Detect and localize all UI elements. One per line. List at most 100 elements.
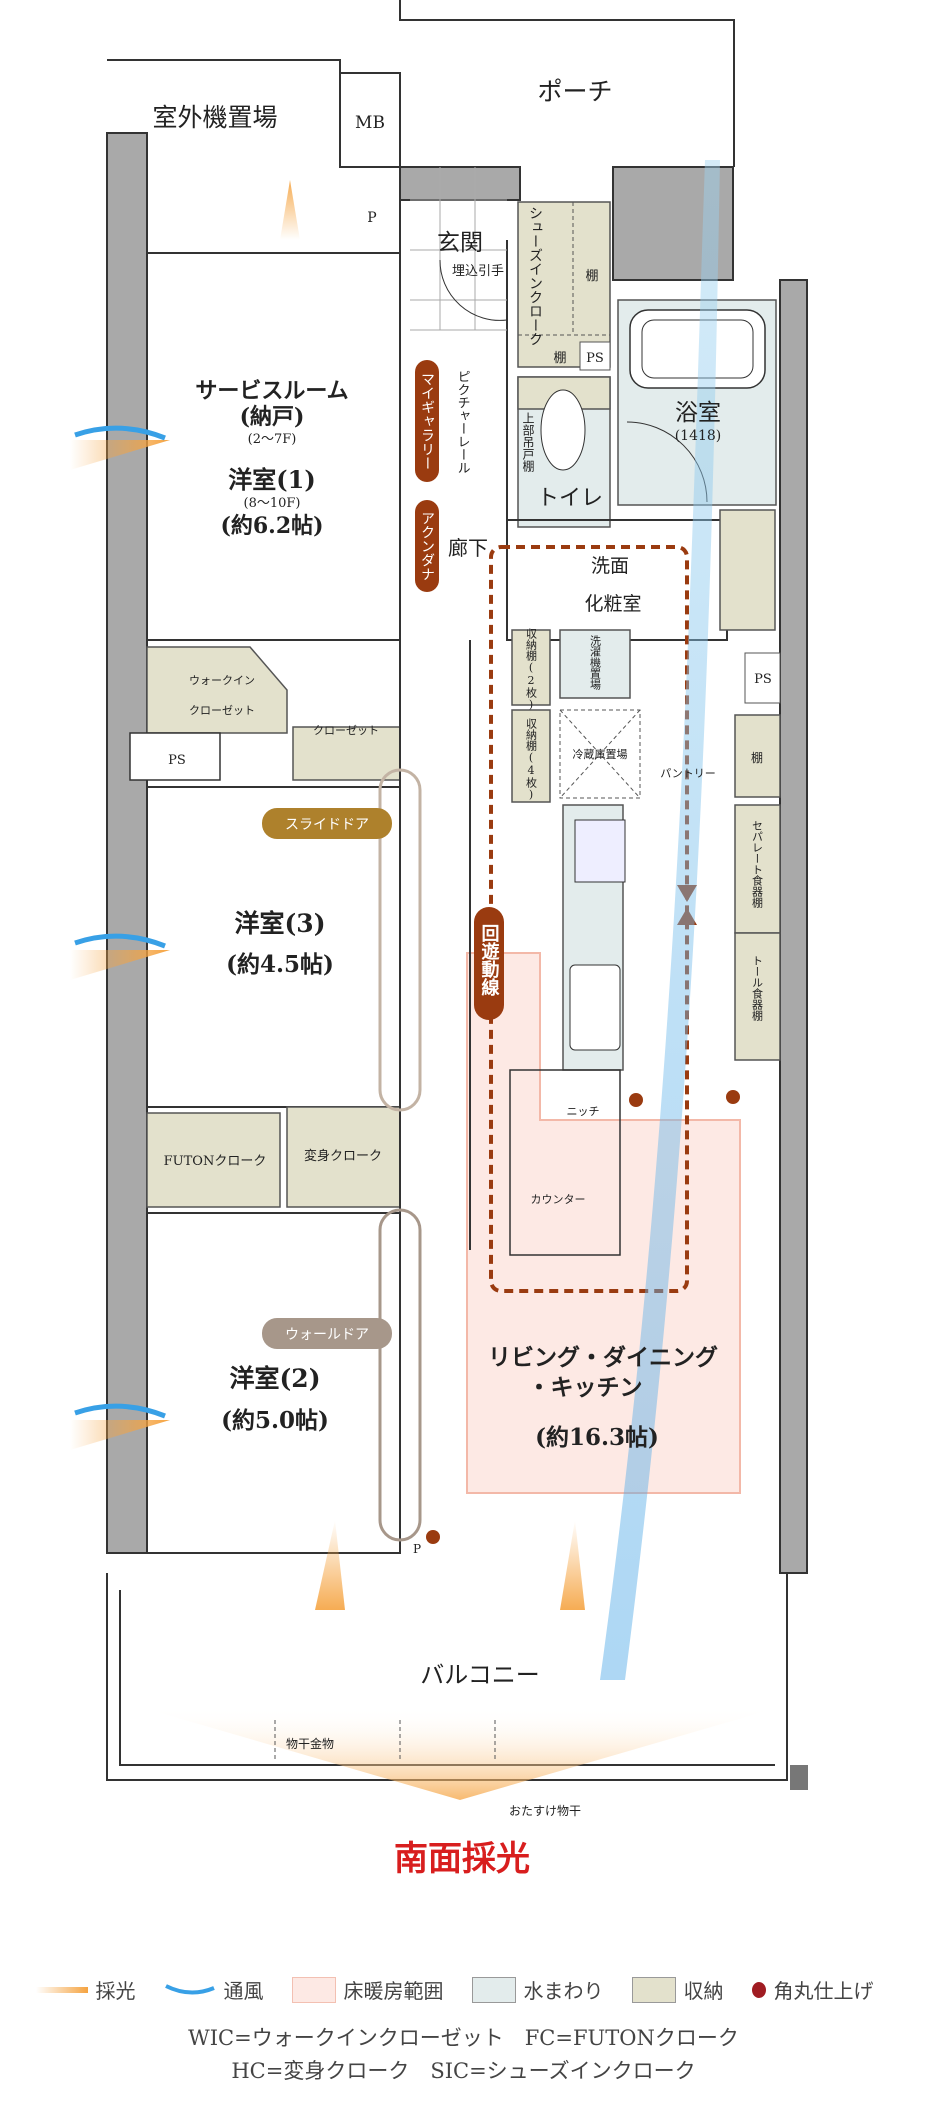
floor-heating-swatch (291, 1976, 336, 2003)
rounded-corner-dot (726, 1090, 740, 1104)
abbreviation-line-2: HC=変身クローク SIC=シューズインクローク (231, 2059, 696, 2083)
exterior-wall-top (399, 166, 521, 201)
slide-door-badge (262, 808, 392, 839)
western3-size-label: (約4.5帖) (226, 951, 334, 978)
bath-label: 浴室 (675, 400, 721, 426)
washer-label: 洗濯機置場 (589, 635, 602, 691)
wic-label-1: ウォークイン (189, 674, 255, 687)
ldk-label-2: ・キッチン (528, 1374, 643, 1401)
recessed-handle-label: 埋込引手 (452, 264, 504, 279)
separate-cupboard-label: セパレート食器棚 (751, 820, 764, 909)
water-swatch (471, 1976, 516, 2003)
toilet-bowl (540, 389, 586, 471)
legend-rounded: 角丸仕上げ (751, 1975, 874, 2004)
storage-swatch (631, 1976, 676, 2003)
entrance-label: 玄関 (437, 230, 483, 256)
ps-label-left: PS (168, 753, 186, 768)
legend-rounded-label: 角丸仕上げ (773, 1979, 874, 2003)
storage-4-label: 収納棚(4枚) (525, 718, 538, 801)
wind-flow (600, 160, 720, 1680)
entrance-tiles (410, 167, 507, 331)
washroom-label-1: 洗面 (591, 555, 629, 577)
western1-size-label: (約6.2帖) (220, 513, 323, 539)
wind-icon (164, 1983, 215, 1994)
porch-label: ポーチ (537, 77, 612, 106)
my-gallery-pill (415, 360, 439, 482)
helper-laundry-label: おたすけ物干 (509, 1804, 581, 1818)
legend-wind-label: 通風 (223, 1979, 264, 2003)
dining-counter (509, 1069, 621, 1256)
light-icon (35, 1986, 88, 1993)
tall-cupboard (734, 932, 781, 1061)
tall-cupboard-label: トール食器棚 (751, 955, 764, 1022)
abbreviation-line-1: WIC=ウォークインクローゼット FC=FUTONクローク (188, 2026, 739, 2050)
bath-side-storage (719, 509, 776, 631)
western3-label: 洋室(3) (234, 909, 325, 938)
bathtub-inner (641, 319, 754, 379)
picture-rail-label: ピクチャーレール (455, 370, 470, 474)
south-light-fan (140, 1707, 780, 1800)
mb-box (339, 72, 401, 168)
storage-2-label: 収納棚(2枚) (525, 628, 538, 711)
service-floors-label: (2〜7F) (248, 432, 297, 447)
legend: 採光 通風 床暖房範囲 水まわり 収納 角丸仕上げ WIC=ウォークインクローゼ… (0, 1975, 927, 2088)
wall-door-label: ウォールドア (285, 1327, 369, 1343)
fridge-cross (559, 709, 641, 799)
accent-shelf-pill (415, 500, 439, 592)
service-room-label: サービスルーム (195, 378, 348, 404)
sink (569, 964, 621, 1051)
wall-door-highlight (378, 1208, 422, 1542)
balcony-drain (790, 1765, 808, 1790)
bath-size-label: (1418) (675, 428, 722, 444)
washroom-label-2: 化粧室 (584, 593, 641, 615)
counter-label: カウンター (531, 1193, 586, 1206)
hallway-label: 廊下 (448, 536, 488, 560)
sic (517, 201, 611, 368)
entrance-door-swing (439, 259, 508, 321)
p-label-balcony: P (413, 1542, 421, 1556)
ps-box-washroom (744, 652, 781, 704)
washroom (506, 519, 728, 641)
rounded-corner-icon (751, 1981, 766, 1998)
pantry-shelf (734, 714, 781, 798)
rounded-corner-dot (426, 1530, 440, 1544)
rounded-corner-dot (629, 1093, 643, 1107)
niche-label: ニッチ (567, 1105, 600, 1118)
storage-4 (511, 709, 551, 803)
toilet-label: トイレ (537, 486, 603, 511)
legend-water: 水まわり (471, 1975, 604, 2004)
bathtub (629, 309, 766, 389)
circulation-pill (474, 907, 504, 1020)
legend-storage: 収納 (631, 1975, 724, 2004)
accent-shelf-label: アクンダナ (419, 511, 435, 581)
closet-label: クローゼット (313, 724, 379, 737)
legend-water-label: 水まわり (523, 1979, 604, 2003)
service-room-sub-label: (納戸) (240, 404, 305, 430)
storage-2 (511, 629, 551, 706)
western2-size-label: (約5.0帖) (221, 1407, 329, 1434)
closet (292, 726, 401, 781)
ps-box-entrance (579, 341, 611, 371)
slide-door-label: スライドドア (285, 817, 369, 833)
wic-label-2: クローゼット (189, 704, 255, 717)
floor-heating-area (466, 952, 741, 1494)
laundry-hardware-label: 物干金物 (286, 1736, 334, 1751)
abbreviations: WIC=ウォークインクローゼット FC=FUTONクローク HC=変身クローク … (0, 2022, 927, 2088)
sic-shelf-label-2: 棚 (553, 351, 566, 366)
corridor-walls (399, 167, 508, 1553)
western2-label: 洋室(2) (229, 1364, 320, 1393)
sic-label: シューズインクローク (527, 206, 543, 346)
ldk-label-1: リビング・ダイニング (488, 1344, 718, 1371)
mb-label: MB (355, 113, 385, 133)
p-label: P (367, 210, 376, 226)
legend-light: 採光 (35, 1975, 136, 2004)
wic (146, 646, 288, 734)
futon-label: FUTONクローク (164, 1154, 267, 1169)
sic-shelf-label: 棚 (585, 269, 598, 284)
western1-label: 洋室(1) (228, 465, 315, 494)
exterior-wall-left (106, 132, 148, 1554)
henshin-label: 変身クローク (304, 1148, 382, 1164)
sic-shelf-lines (518, 202, 610, 336)
circulation-label: 回遊動線 (479, 924, 500, 997)
porch-outline (399, 0, 735, 167)
